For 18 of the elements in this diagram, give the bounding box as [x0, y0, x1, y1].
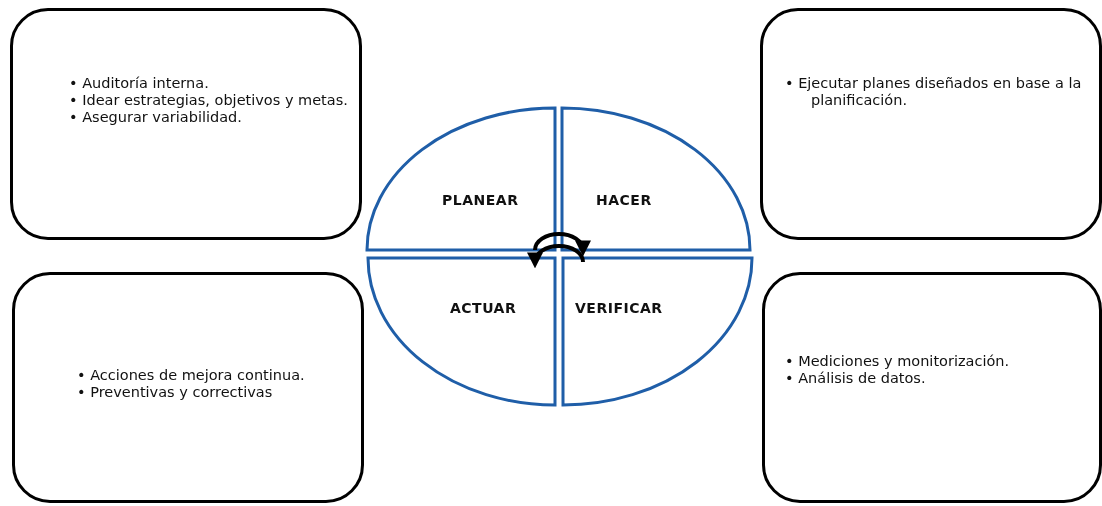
bullet-item: • Mediciones y monitorización. — [785, 353, 1011, 370]
phase-label: VERIFICAR — [575, 300, 663, 316]
phase-label: PLANEAR — [442, 192, 519, 208]
rounded-box — [760, 8, 1102, 240]
bullet-item: • Acciones de mejora continua. — [77, 367, 306, 384]
phase-label: ACTUAR — [450, 300, 517, 316]
rounded-box — [762, 272, 1102, 503]
bullet-item: • Asegurar variabilidad. — [69, 109, 243, 126]
bullet-item: • Idear estrategias, objetivos y metas. — [69, 92, 349, 109]
rounded-box — [12, 272, 364, 503]
bullet-item: • Auditoría interna. — [69, 75, 210, 92]
bullet-item: • Ejecutar planes diseñados en base a la planificación. — [785, 75, 1083, 109]
phase-label: HACER — [596, 192, 652, 208]
bullet-item: • Preventivas y correctivas — [77, 384, 274, 401]
curved-arrow — [527, 244, 585, 269]
curved-arrow — [533, 232, 591, 257]
bullet-item: • Análisis de datos. — [785, 370, 927, 387]
rounded-box — [10, 8, 362, 240]
